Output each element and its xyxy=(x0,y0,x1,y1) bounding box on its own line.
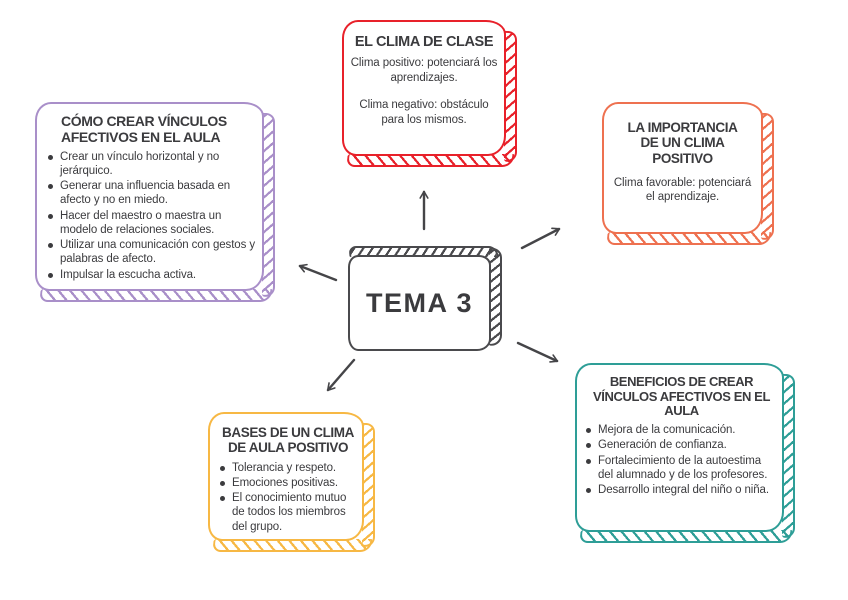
node-como-crear-vinculos: CÓMO CREAR VÍNCULOS AFECTIVOS EN EL AULA… xyxy=(35,102,275,302)
node-bullet-list: Tolerancia y respeto. Emociones positiva… xyxy=(219,461,357,534)
hatch-right-edge xyxy=(262,112,275,298)
arrow-to-como-crear xyxy=(298,263,338,282)
node-paragraph: Clima favorable: potenciará el aprendiza… xyxy=(613,176,752,204)
hatch-right-edge xyxy=(761,112,774,241)
bullet-item: Tolerancia y respeto. xyxy=(219,461,357,475)
bullet-item: Utilizar una comunicación con gestos y p… xyxy=(47,238,257,267)
hatch-bottom-edge xyxy=(346,154,515,167)
bullet-item: Desarrollo integral del niño o niña. xyxy=(585,483,778,497)
node-bases-clima-aula: BASES DE UN CLIMA DE AULA POSITIVO Toler… xyxy=(208,412,375,552)
node-title: BENEFICIOS DE CREAR VÍNCULOS AFECTIVOS E… xyxy=(593,374,770,419)
center-node-tema3: TEMA 3 xyxy=(348,246,502,351)
node-title: LA IMPORTANCIA DE UN CLIMA POSITIVO xyxy=(627,120,738,166)
hatch-bottom-edge xyxy=(212,539,373,552)
bullet-item: Crear un vínculo horizontal y no jerárqu… xyxy=(47,150,257,179)
hatch-bottom-edge xyxy=(39,289,273,302)
arrow-to-importancia xyxy=(520,227,561,250)
bullet-item: Fortalecimiento de la autoestima del alu… xyxy=(585,454,778,483)
hatch-right-edge xyxy=(504,30,517,163)
center-node-label: TEMA 3 xyxy=(365,287,473,318)
bullet-item: Hacer del maestro o maestra un modelo de… xyxy=(47,209,257,238)
hatch-right-edge xyxy=(489,247,502,347)
arrow-to-bases xyxy=(326,358,356,392)
hatch-bottom-edge xyxy=(606,232,772,245)
node-beneficios-vinculos: BENEFICIOS DE CREAR VÍNCULOS AFECTIVOS E… xyxy=(575,363,795,543)
bullet-item: Emociones positivas. xyxy=(219,476,357,490)
bullet-item: El conocimiento mutuo de todos los miemb… xyxy=(219,491,357,534)
hatch-right-edge xyxy=(782,373,795,539)
node-title: EL CLIMA DE CLASE xyxy=(354,34,494,50)
node-el-clima-de-clase: EL CLIMA DE CLASE Clima positivo: potenc… xyxy=(342,20,517,167)
node-title: CÓMO CREAR VÍNCULOS AFECTIVOS EN EL AULA xyxy=(61,113,227,145)
node-paragraph: Clima positivo: potenciará los aprendiza… xyxy=(350,57,498,84)
node-paragraph: Clima negativo: obstáculo para los mismo… xyxy=(359,99,489,126)
node-title: BASES DE UN CLIMA DE AULA POSITIVO xyxy=(222,425,354,456)
bullet-item: Impulsar la escucha activa. xyxy=(47,268,257,282)
bullet-item: Generación de confianza. xyxy=(585,438,778,452)
node-bullet-list: Crear un vínculo horizontal y no jerárqu… xyxy=(47,150,257,282)
hatch-bottom-edge xyxy=(579,530,793,543)
hatch-right-edge xyxy=(362,422,375,548)
bullet-item: Mejora de la comunicación. xyxy=(585,423,778,437)
arrow-to-beneficios xyxy=(516,341,559,363)
node-la-importancia: LA IMPORTANCIA DE UN CLIMA POSITIVO Clim… xyxy=(602,102,774,245)
hatch-top-edge xyxy=(348,246,499,257)
node-bullet-list: Mejora de la comunicación. Generación de… xyxy=(585,423,778,497)
bullet-item: Generar una influencia basada en afecto … xyxy=(47,179,257,208)
